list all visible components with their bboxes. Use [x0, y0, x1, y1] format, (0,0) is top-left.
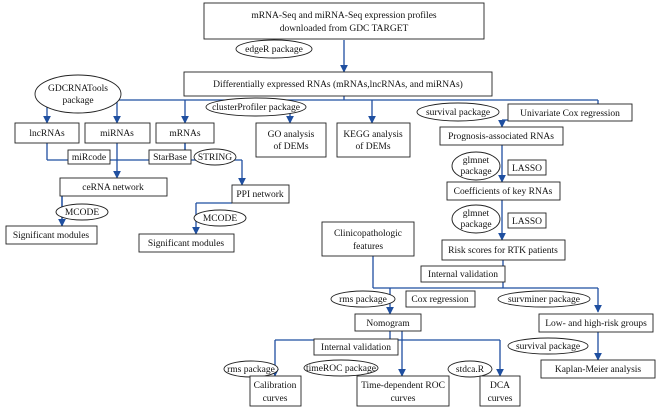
dca-line2: curves: [488, 394, 513, 404]
cerna-network-box: ceRNA network: [59, 177, 168, 197]
risk-scores-label: Risk scores for RTK patients: [448, 245, 558, 256]
mcode-2-label: MCODE: [203, 214, 238, 224]
dem-label: Differentially expressed RNAs (mRNAs,lnc…: [213, 79, 463, 90]
expression-profiles-line1: mRNA-Seq and miRNA-Seq expression profil…: [251, 10, 437, 21]
expression-profiles-line2: downloaded from GDC TARGET: [280, 23, 409, 34]
go-box: GO analysis of DEMs: [255, 122, 327, 158]
stdca-ellipse: stdca.R: [447, 360, 493, 378]
time-roc-line1: Time-dependent ROC: [361, 381, 445, 391]
significant-modules-2-label: Significant modules: [148, 238, 225, 249]
internal-validation-2-label: Internal validation: [321, 343, 391, 353]
clusterprofiler-ellipse: clusterProfiler package: [205, 97, 307, 117]
dca-box: DCA curves: [479, 375, 521, 407]
cerna-label: ceRNA network: [82, 183, 144, 193]
mrnas-label: mRNAs: [169, 129, 200, 139]
mirnas-box: miRNAs: [84, 122, 151, 144]
kegg-box: KEGG analysis of DEMs: [336, 122, 411, 158]
starbase-label: StarBase: [153, 153, 187, 163]
cox-regression-box: Cox regression: [405, 290, 476, 308]
prognosis-rnas-label: Prognosis-associated RNAs: [448, 132, 554, 142]
internal-validation-box-1: Internal validation: [420, 265, 506, 283]
coefficients-label: Coefficients of key RNAs: [454, 186, 553, 197]
mcode-ellipse-2: MCODE: [193, 209, 247, 227]
time-roc-box: Time-dependent ROC curves: [356, 375, 450, 407]
glmnet-ellipse-2: glmnet package: [451, 204, 501, 234]
lncrnas-box: lncRNAs: [14, 122, 80, 144]
glmnet-ellipse-1: glmnet package: [451, 151, 501, 181]
nomogram-box: Nomogram: [354, 313, 422, 332]
edger-label: edgeR package: [245, 45, 303, 55]
survminer-ellipse: survminer package: [497, 290, 591, 308]
go-line2: of DEMs: [273, 141, 308, 152]
dca-line1: DCA: [490, 381, 510, 391]
univariate-cox-label: Univariate Cox regression: [520, 109, 620, 119]
mcode-1-label: MCODE: [65, 208, 100, 218]
expression-profiles-box: mRNA-Seq and miRNA-Seq expression profil…: [203, 2, 485, 40]
kegg-line1: KEGG analysis: [343, 130, 403, 140]
kaplan-meier-box: Kaplan-Meier analysis: [540, 359, 656, 379]
clinicopathologic-box: Clinicopathologic features: [321, 221, 415, 257]
timeroc-ellipse: timeROC package: [303, 359, 379, 377]
kegg-line2: of DEMs: [355, 141, 390, 152]
dem-box: Differentially expressed RNAs (mRNAs,lnc…: [183, 71, 493, 97]
ppi-network-box: PPI network: [231, 184, 290, 204]
cox-regression-label: Cox regression: [411, 295, 469, 305]
lasso-2-label: LASSO: [512, 217, 542, 227]
clinicopathologic-line2: features: [353, 241, 383, 252]
univariate-cox-box: Univariate Cox regression: [507, 103, 633, 122]
significant-modules-1-label: Significant modules: [13, 230, 90, 241]
rms-2-label: rms package: [227, 365, 275, 375]
edger-ellipse: edgeR package: [235, 39, 313, 59]
ppi-label: PPI network: [236, 190, 283, 200]
nomogram-label: Nomogram: [366, 319, 410, 329]
clusterprofiler-label: clusterProfiler package: [212, 102, 300, 113]
internal-validation-box-2: Internal validation: [313, 338, 399, 356]
calibration-line1: Calibration: [254, 381, 297, 391]
low-high-risk-label: Low- and high-risk groups: [545, 319, 647, 329]
starbase-box: StarBase: [148, 149, 192, 165]
glmnet-1-line1: glmnet: [463, 156, 490, 166]
glmnet-1-line2: package: [460, 167, 491, 177]
gdcrnatools-line2: package: [62, 96, 93, 106]
lasso-box-1: LASSO: [507, 159, 547, 176]
rms-ellipse-1: rms package: [330, 290, 396, 308]
mircode-box: miRcode: [67, 149, 111, 165]
gdcrnatools-line1: GDCRNATools: [48, 84, 108, 94]
low-high-risk-box: Low- and high-risk groups: [538, 313, 654, 333]
mircode-label: miRcode: [72, 153, 106, 163]
survival-package-label-1: survival package: [426, 108, 490, 118]
calibration-box: Calibration curves: [249, 375, 302, 407]
significant-modules-box-1: Significant modules: [5, 225, 98, 245]
lncrnas-label: lncRNAs: [29, 129, 65, 139]
string-label: STRING: [198, 153, 232, 163]
internal-validation-1-label: Internal validation: [428, 270, 498, 280]
mcode-ellipse-1: MCODE: [55, 203, 109, 221]
lasso-box-2: LASSO: [507, 212, 547, 229]
coefficients-box: Coefficients of key RNAs: [446, 181, 561, 201]
time-roc-line2: curves: [391, 394, 416, 404]
significant-modules-box-2: Significant modules: [138, 233, 235, 253]
go-line1: GO analysis: [268, 130, 315, 140]
gdcrnatools-ellipse: GDCRNATools package: [34, 74, 122, 114]
stdca-label: stdca.R: [456, 365, 485, 375]
rms-ellipse-2: rms package: [223, 360, 279, 378]
mirnas-label: miRNAs: [100, 129, 134, 139]
mrnas-box: mRNAs: [155, 122, 215, 144]
kaplan-meier-label: Kaplan-Meier analysis: [555, 365, 642, 375]
survival-package-ellipse-2: survival package: [507, 337, 589, 355]
rms-1-label: rms package: [339, 295, 387, 305]
survival-package-ellipse-1: survival package: [416, 102, 500, 122]
timeroc-label: timeROC package: [306, 364, 376, 374]
lasso-1-label: LASSO: [512, 164, 542, 174]
survminer-label: survminer package: [508, 295, 580, 305]
string-ellipse: STRING: [193, 148, 237, 166]
survival-package-label-2: survival package: [516, 342, 580, 352]
risk-scores-box: Risk scores for RTK patients: [441, 239, 566, 261]
prognosis-rnas-box: Prognosis-associated RNAs: [439, 126, 564, 146]
glmnet-2-line1: glmnet: [463, 209, 490, 219]
glmnet-2-line2: package: [460, 220, 491, 230]
calibration-line2: curves: [263, 394, 288, 404]
clinicopathologic-line1: Clinicopathologic: [334, 229, 402, 239]
